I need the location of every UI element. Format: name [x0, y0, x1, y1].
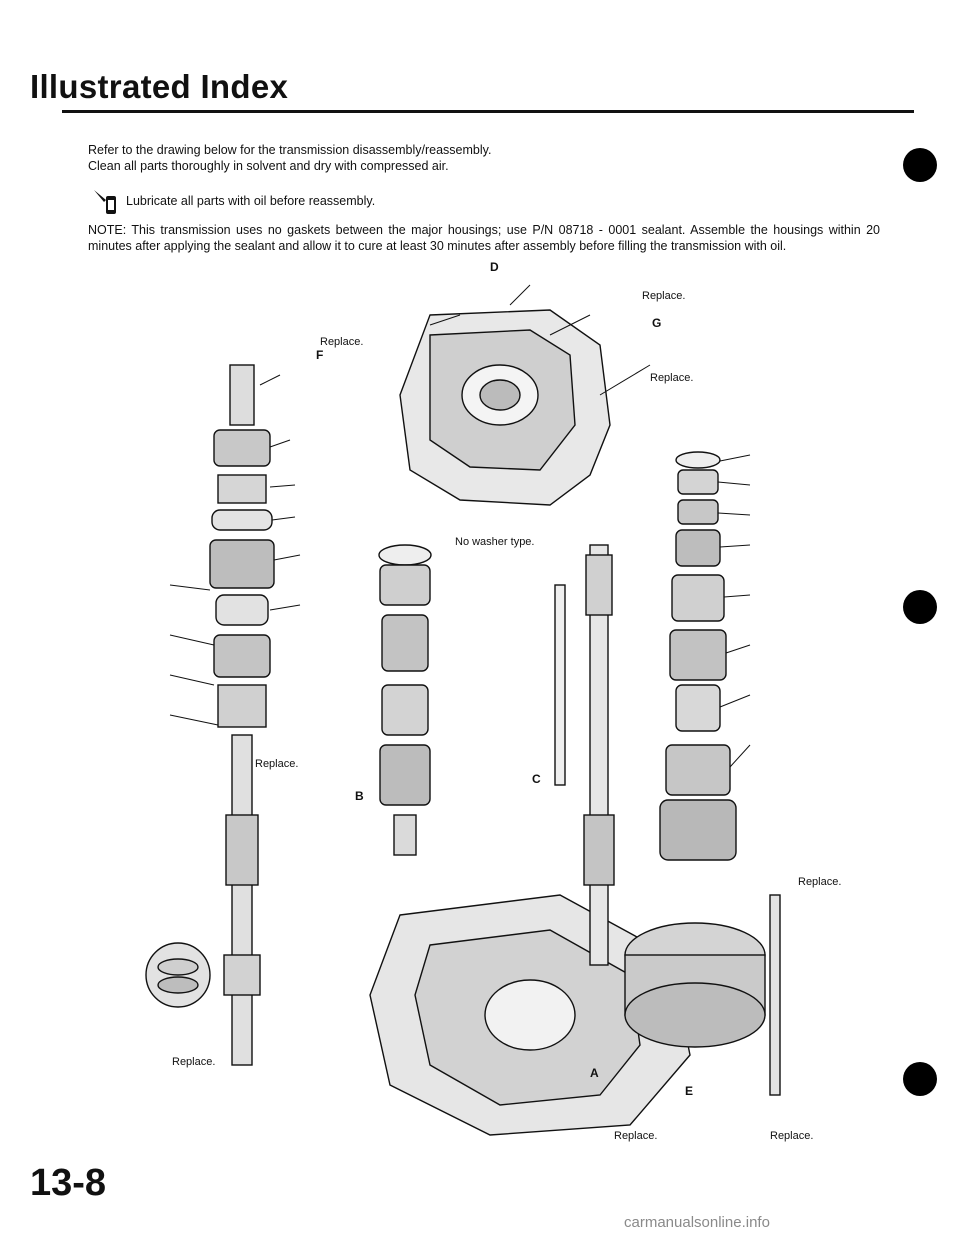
diagram-letter-a: A: [590, 1066, 599, 1080]
page-number: 13-8: [30, 1162, 107, 1204]
replace-label-bottom-left: Replace.: [172, 1056, 215, 1068]
replace-label-right: Replace.: [798, 876, 841, 888]
replace-label-top: Replace.: [642, 290, 685, 302]
diagram-letter-g: G: [652, 316, 661, 330]
lubricate-label: Lubricate all parts with oil before reas…: [126, 194, 376, 208]
seal-bearing-group: [145, 942, 211, 1008]
shift-rod: [554, 584, 566, 786]
binder-hole-bottom: [903, 1062, 937, 1096]
input-shaft: [583, 544, 615, 966]
title-rule: [62, 110, 914, 113]
no-washer-label: No washer type.: [455, 536, 534, 548]
replace-label-upper-right: Replace.: [650, 372, 693, 384]
note-paragraph: NOTE: This transmission uses no gaskets …: [88, 223, 880, 253]
intro-text: Refer to the drawing below for the trans…: [88, 142, 868, 174]
replace-label-middle: Replace.: [255, 758, 298, 770]
exploded-transmission-diagram: D G F C B E A Replace. Replace. Replace.…: [145, 260, 841, 1142]
leader-lines: [169, 284, 751, 768]
oil-can-icon: [94, 190, 116, 214]
watermark: carmanualsonline.info: [624, 1214, 770, 1231]
page-title: Illustrated Index: [30, 68, 289, 105]
lubricate-note: Lubricate all parts with oil before reas…: [92, 186, 592, 216]
replace-label-oil-seal: Replace.: [320, 336, 363, 348]
transmission-housing: [399, 309, 611, 506]
binder-hole-top: [903, 148, 937, 182]
diagram-letter-c: C: [532, 772, 541, 786]
differential-assembly: [624, 894, 781, 1096]
intro-line-1: Refer to the drawing below for the trans…: [88, 143, 492, 157]
diagram-letter-f: F: [316, 348, 323, 362]
replace-label-bottom-center: Replace.: [614, 1130, 657, 1142]
diagram-letter-d: D: [490, 260, 499, 274]
binder-hole-middle: [903, 590, 937, 624]
diagram-letter-b: B: [355, 789, 364, 803]
countershaft-stack: [659, 451, 737, 861]
center-shaft-stack: [378, 544, 432, 856]
intro-line-2: Clean all parts thoroughly in solvent an…: [88, 159, 449, 173]
clutch-housing: [369, 894, 691, 1136]
replace-label-bottom-right: Replace.: [770, 1130, 813, 1142]
mainshaft-stack: [209, 364, 275, 1066]
diagram-letter-e: E: [685, 1084, 693, 1098]
